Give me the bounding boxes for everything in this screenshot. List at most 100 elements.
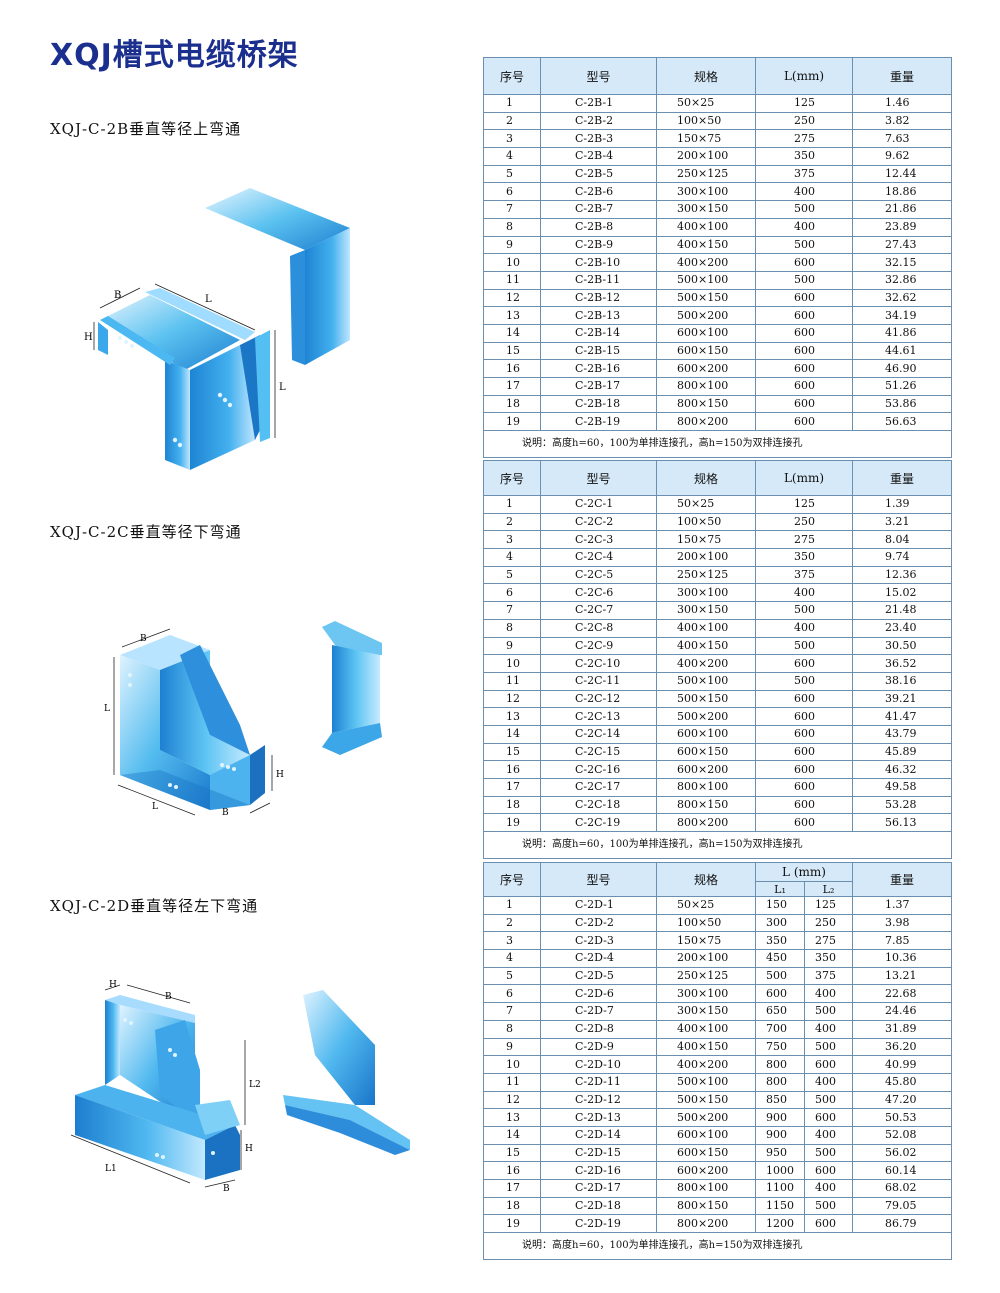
section-title-2b: XQJ-C-2B垂直等径上弯通 [50,120,242,138]
cell-spec: 300×100 [656,984,756,1004]
cell-weight: 52.08 [852,1125,952,1145]
cell-spec: 50×25 [656,94,756,113]
cell-weight: 27.43 [852,235,952,255]
header-length: L(mm) [755,57,853,95]
cell-l1: 600 [755,984,805,1004]
cell-l2: 600 [804,1214,853,1234]
cell-length: 600 [755,394,853,414]
cell-length: 600 [755,795,853,815]
illustration-2b: B L H L [84,188,350,470]
cell-spec: 150×75 [656,129,756,149]
header-l2: L₂ [804,881,853,897]
cell-model: C-2B-18 [540,394,657,414]
cell-spec: 400×150 [656,235,756,255]
cell-model: C-2D-8 [540,1019,657,1039]
cell-no: 9 [483,636,541,656]
cell-weight: 53.28 [852,795,952,815]
cell-no: 15 [483,742,541,762]
cell-no: 18 [483,1196,541,1216]
cell-weight: 68.02 [852,1179,952,1198]
dimension-lines-2b [93,283,276,438]
cell-model: C-2C-19 [540,813,657,833]
cell-no: 17 [483,377,541,396]
dim-label-b: B [165,992,172,1002]
cell-no: 7 [483,1002,541,1021]
cell-l2: 250 [804,913,853,933]
cell-weight: 9.74 [852,548,952,567]
cell-spec: 100×50 [656,913,756,933]
cell-length: 350 [755,147,853,166]
header-no: 序号 [483,57,541,95]
cell-no: 19 [483,813,541,833]
cell-model: C-2D-9 [540,1037,657,1057]
header-weight: 重量 [852,460,952,496]
cell-length: 600 [755,813,853,833]
cell-no: 7 [483,200,541,219]
cell-no: 12 [483,1090,541,1110]
cell-no: 19 [483,412,541,432]
cell-weight: 86.79 [852,1214,952,1234]
illustration-2c: B L L B H [104,621,382,818]
cell-weight: 22.68 [852,984,952,1004]
cell-model: C-2C-10 [540,654,657,673]
cell-model: C-2B-7 [540,200,657,219]
cell-l2: 400 [804,1179,853,1198]
cell-weight: 10.36 [852,949,952,968]
cell-length: 500 [755,671,853,691]
cell-model: C-2C-12 [540,689,657,709]
cell-spec: 150×75 [656,931,756,951]
cell-l2: 125 [804,896,853,915]
cell-model: C-2C-18 [540,795,657,815]
cell-weight: 1.46 [852,94,952,113]
cell-l1: 850 [755,1090,805,1110]
cell-spec: 500×150 [656,689,756,709]
cell-l1: 350 [755,931,805,951]
cell-weight: 7.85 [852,931,952,951]
cell-length: 600 [755,253,853,272]
cell-spec: 300×150 [656,601,756,620]
cell-no: 13 [483,707,541,726]
cell-spec: 200×100 [656,949,756,968]
header-no: 序号 [483,862,541,897]
cell-no: 1 [483,495,541,514]
cell-model: C-2D-4 [540,949,657,968]
cell-no: 8 [483,1019,541,1039]
cell-no: 3 [483,530,541,550]
elbow-part-2b [98,288,270,470]
cell-no: 1 [483,94,541,113]
cell-model: C-2B-8 [540,217,657,237]
cell-model: C-2D-2 [540,913,657,933]
cell-length: 600 [755,760,853,779]
cell-l2: 275 [804,931,853,951]
cell-no: 3 [483,129,541,149]
cell-l1: 800 [755,1072,805,1092]
dim-label-b: B [114,290,121,301]
table-note-row: 说明：高度h=60，100为单排连接孔，高h=150为双排连接孔 [483,430,952,459]
cell-length: 375 [755,164,853,184]
cell-no: 16 [483,760,541,779]
cell-spec: 500×100 [656,270,756,290]
dim-label-h: H [84,332,93,343]
cell-model: C-2B-4 [540,147,657,166]
cell-no: 11 [483,270,541,290]
